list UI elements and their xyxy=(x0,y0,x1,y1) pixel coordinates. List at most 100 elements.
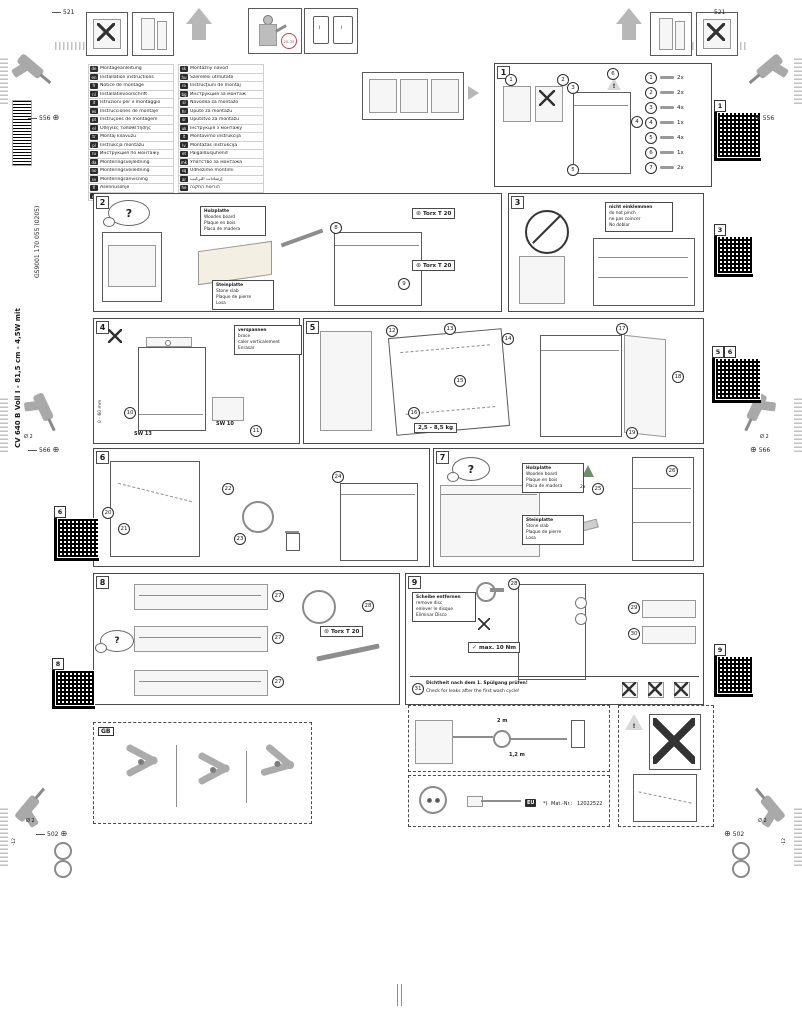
panel-sketch xyxy=(659,18,673,50)
no-carry-by-door-icon xyxy=(696,12,738,56)
language-row: lt Montavimo instrukcija xyxy=(178,132,264,141)
part-badge: 6 xyxy=(607,68,619,80)
gb-badge: GB xyxy=(98,727,114,736)
label-line: Scheibe entfernen xyxy=(416,595,461,600)
dimension-tick xyxy=(28,117,37,119)
part-badge: 17 xyxy=(616,323,628,335)
part-badge: 26 xyxy=(666,465,678,477)
plier-pivot xyxy=(210,767,216,773)
plinth-panel-sketch xyxy=(134,670,268,696)
language-code-badge: pt xyxy=(90,116,98,123)
socket-hole xyxy=(435,798,440,803)
power-cable-line xyxy=(481,800,521,802)
language-title: Navodila za montažo xyxy=(190,100,239,106)
language-row: da Monteringsvejledning xyxy=(88,157,174,166)
language-title: Monteringsvejledning xyxy=(100,159,150,165)
question-cloud: ? xyxy=(103,200,150,227)
label-line: Enrasar xyxy=(238,346,255,352)
language-code-badge: mk xyxy=(180,159,188,166)
qr-step-label: 6 xyxy=(724,346,736,358)
torx-icon: ⊛ xyxy=(416,262,422,269)
door-sketch xyxy=(400,79,428,113)
fold-mark xyxy=(397,984,398,1006)
language-title: Montageanleitung xyxy=(100,66,142,72)
language-code-badge: no xyxy=(90,167,98,174)
parts-list: 1 2x 2 2x 3 4x 4 1x 5 4x 6 xyxy=(645,70,707,175)
language-code-badge: lt xyxy=(180,133,188,140)
language-row: sv Monteringsanvisning xyxy=(88,174,174,183)
drill-diameter-label: Ø 2 xyxy=(760,434,769,440)
label-line: ne pas coincer xyxy=(609,217,641,223)
parts-list-row: 5 4x xyxy=(645,130,707,145)
qr-cells xyxy=(718,237,752,273)
language-title: Οδηγίες τοποθέτησης xyxy=(100,125,151,131)
language-title: Инструкция по монтажу xyxy=(100,151,160,157)
language-row: lv Montāžas instrukcija xyxy=(178,140,264,149)
perforation-marks xyxy=(794,398,802,452)
open-door-line xyxy=(118,482,192,503)
dimension-value: 521 xyxy=(63,9,75,16)
torx-icon: ⊛ xyxy=(416,210,422,217)
dimension-line xyxy=(176,745,177,807)
perforation-marks xyxy=(0,398,8,452)
screw-quantity: 2x xyxy=(580,485,586,490)
dimension-521-right: 521 xyxy=(714,9,738,16)
foot-detail-sketch xyxy=(212,397,244,421)
gb-panel: GB xyxy=(93,722,312,824)
language-row: sr Uputstvo za montažu xyxy=(178,115,264,124)
document-number: GS9001 170 055 (0205) xyxy=(34,205,41,278)
label-line: Plaque de pierre xyxy=(526,530,562,536)
panel-sketch xyxy=(157,21,167,50)
wheel-icon xyxy=(54,860,72,878)
rack-line xyxy=(598,277,688,278)
dimension-502-right: ⊕ 502 xyxy=(722,830,744,838)
part-quantity: 1x xyxy=(677,149,684,156)
qr-code xyxy=(712,358,761,403)
language-title: Инструкция за монтаж xyxy=(190,91,247,97)
plinth-panel-sketch xyxy=(134,584,268,610)
drill-driver-icon xyxy=(742,46,798,100)
crosshair-icon: ⊕ xyxy=(52,445,60,454)
language-row: ar إرشادات التركيب xyxy=(178,174,264,183)
panel-sketch xyxy=(675,21,685,50)
crosshair-icon: ⊕ xyxy=(754,113,761,122)
cross-out-icon xyxy=(478,618,490,630)
dimension-line xyxy=(246,751,247,803)
language-row: ro Instrucţiuni de montaj xyxy=(178,81,264,90)
label-line: Stone slab xyxy=(526,524,549,530)
language-title: Montavimo instrukcija xyxy=(190,134,241,140)
dimension-value: 566 xyxy=(758,446,771,454)
parts-list-row: 7 2x xyxy=(645,160,707,175)
tool-bit xyxy=(47,418,56,432)
label-line: Plaque en bois xyxy=(204,221,236,227)
part-badge: 27 xyxy=(272,590,284,602)
part-badge: 16 xyxy=(408,407,420,419)
part-icon xyxy=(660,91,674,94)
door-sketch xyxy=(369,79,397,113)
step-5-panel: 5 12 13 14 15 16 2,5 - 8,5 kg 17 18 19 xyxy=(303,318,704,444)
sketch-line xyxy=(335,245,419,246)
language-title: Montāžas instrukcija xyxy=(190,142,238,148)
tree-icon xyxy=(582,465,594,477)
part-badge: 2 xyxy=(557,74,569,86)
qr-step-label: 5 xyxy=(712,346,724,358)
part-icon xyxy=(660,121,674,124)
language-code-badge: ru xyxy=(90,150,98,157)
fitting-detail-sketch xyxy=(642,600,696,618)
torx-size-text: Torx T 20 xyxy=(423,262,452,269)
arrow-head xyxy=(186,8,212,24)
language-row: fr Notice de montage xyxy=(88,81,174,90)
part-badge: 3 xyxy=(567,82,579,94)
hose-length-label: 1,2 m xyxy=(509,752,525,758)
qr-cells xyxy=(718,657,752,693)
language-title: Uputstvo za montažu xyxy=(190,117,239,123)
drill-diameter-label: Ø 2 xyxy=(24,434,33,440)
check-icon: ✓ xyxy=(472,644,478,651)
perforation-marks xyxy=(0,806,8,866)
language-code-badge: it xyxy=(90,99,98,106)
dimension-value: 566 xyxy=(39,446,51,454)
dishwasher-rear-sketch xyxy=(518,584,587,680)
